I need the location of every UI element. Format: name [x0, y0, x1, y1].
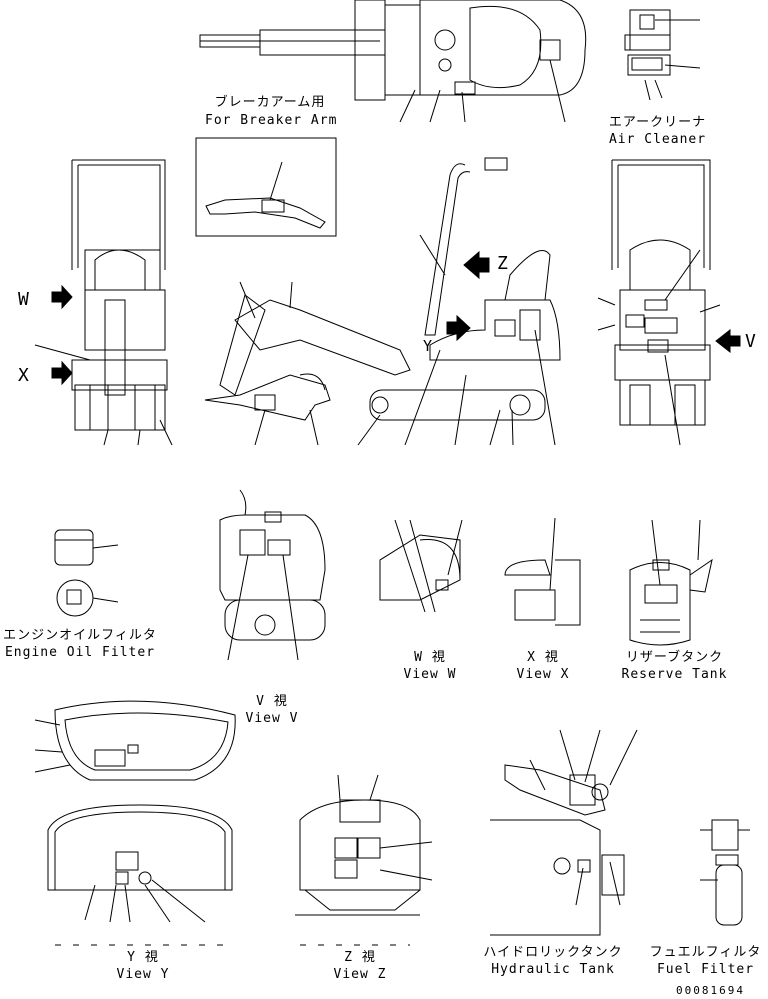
rear-view-machine — [597, 159, 721, 446]
front-view-machine — [34, 159, 173, 446]
top-view-machine — [199, 0, 587, 123]
view-x-label-jp: X 視 — [527, 650, 559, 665]
engine-oil-filter-label-jp: エンジンオイルフィルタ — [3, 628, 157, 643]
arrow-y-icon — [446, 314, 471, 342]
air-cleaner-label-en: Air Cleaner — [608, 132, 707, 147]
view-v-label-en: View V — [245, 711, 299, 726]
view-x-label-en: View X — [516, 667, 570, 682]
view-w-label-jp: W 視 — [414, 650, 446, 665]
view-w-drawing — [379, 519, 463, 613]
hydraulic-tank-drawing — [490, 729, 638, 936]
fuel-filter-drawing — [700, 819, 750, 926]
arrow-v-letter: V — [745, 331, 757, 352]
hydraulic-tank-label-en: Hydraulic Tank — [491, 962, 615, 977]
breaker-arm-inset — [195, 137, 337, 237]
breaker-arm-label-en: For Breaker Arm — [205, 113, 338, 128]
arrow-w-letter: W — [18, 289, 30, 310]
view-z-label-en: View Z — [333, 967, 387, 982]
arrow-v-icon — [715, 328, 741, 354]
arrow-w-icon — [51, 284, 73, 310]
air-cleaner-drawing — [624, 9, 701, 101]
fuel-filter-label-en: Fuel Filter — [656, 962, 755, 977]
drawing-number: 00081694 — [676, 984, 745, 997]
view-v-label-jp: V 視 — [256, 694, 288, 709]
view-w-label-en: View W — [403, 667, 457, 682]
view-v-drawing — [219, 489, 326, 661]
side-view-machine — [204, 157, 561, 446]
view-z-drawing — [295, 774, 433, 946]
arrow-x-icon — [51, 360, 73, 386]
arrow-x-letter: X — [18, 365, 30, 386]
reserve-tank-label-en: Reserve Tank — [621, 667, 728, 682]
engine-oil-filter-label-en: Engine Oil Filter — [4, 645, 156, 660]
air-cleaner-label-jp: エアークリーナ — [608, 115, 707, 130]
reserve-tank-label-jp: リザーブタンク — [625, 650, 724, 665]
view-y-label-en: View Y — [116, 967, 170, 982]
engine-oil-filter-drawing — [54, 529, 119, 617]
view-x-drawing — [504, 517, 581, 626]
view-y-label-jp: Y 視 — [127, 950, 159, 965]
view-z-label-jp: Z 視 — [344, 950, 376, 965]
reserve-tank-drawing — [629, 519, 713, 646]
arrow-z-icon — [463, 250, 490, 280]
arrow-y-letter: Y — [423, 337, 434, 355]
arrow-z-letter: Z — [497, 253, 509, 274]
hydraulic-tank-label-jp: ハイドロリックタンク — [483, 945, 623, 960]
breaker-arm-label-jp: ブレーカアーム用 — [214, 95, 326, 110]
fuel-filter-label-jp: フュエルフィルタ — [649, 945, 762, 960]
view-y-drawing — [34, 700, 236, 946]
